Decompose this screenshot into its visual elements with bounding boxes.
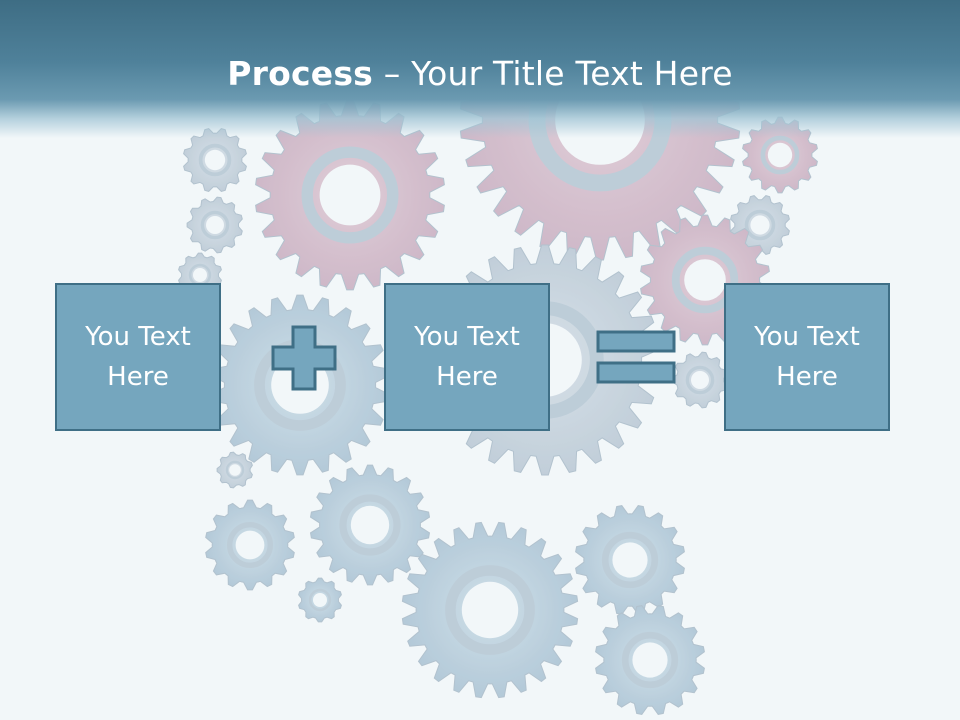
gear-ring — [601, 531, 659, 589]
gear-hole — [350, 505, 390, 545]
gear-hole — [319, 164, 381, 226]
gear-hole — [684, 259, 726, 301]
slide-title-rest: – Your Title Text Here — [373, 54, 733, 93]
text-box-3-label: You Text Here — [754, 322, 860, 392]
gear-ring — [301, 146, 399, 244]
gear-ring — [744, 209, 776, 241]
text-box-1-label: You Text Here — [85, 322, 191, 392]
gear-ring — [621, 631, 679, 689]
gear-hole — [691, 371, 709, 389]
gear-ring — [308, 588, 332, 612]
gear-hole — [767, 142, 793, 168]
slide-title: Process – Your Title Text Here — [0, 52, 960, 96]
gear-ring — [339, 494, 401, 556]
gear-ring — [671, 246, 739, 314]
gear-ring — [445, 565, 535, 655]
gear-hole — [612, 542, 648, 578]
gear-hole — [229, 464, 241, 476]
plus-icon — [271, 325, 337, 391]
gear-hole — [206, 216, 224, 234]
gear-hole — [235, 530, 265, 560]
gear-ring — [226, 522, 273, 569]
gear-hole — [632, 642, 668, 678]
text-box-3[interactable]: You Text Here — [724, 283, 890, 431]
gear-ring — [225, 460, 245, 480]
slide-title-bold: Process — [227, 54, 374, 93]
gear-hole — [204, 149, 226, 171]
gear-hole — [313, 593, 327, 607]
equals-icon — [596, 330, 676, 384]
gear-hole — [461, 581, 519, 639]
gear-ring — [200, 210, 230, 240]
gear-ring — [198, 143, 232, 177]
gear-ring — [685, 365, 715, 395]
text-box-1[interactable]: You Text Here — [55, 283, 221, 431]
gear-hole — [750, 215, 770, 235]
text-box-2-label: You Text Here — [414, 322, 520, 392]
title-bar: Process – Your Title Text Here — [0, 0, 960, 138]
gear-hole — [193, 268, 207, 282]
text-box-2[interactable]: You Text Here — [384, 283, 550, 431]
